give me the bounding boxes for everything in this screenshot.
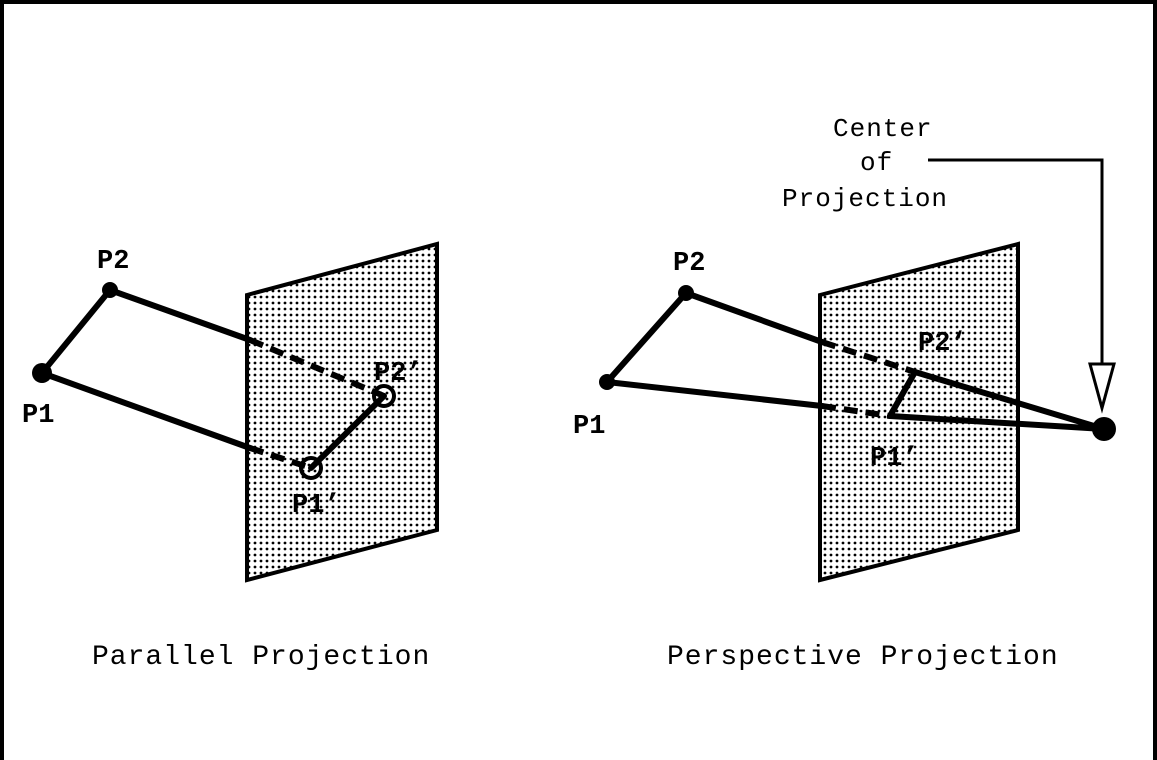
- perspective-projector-p2-behind: [821, 339, 916, 375]
- perspective-projection-panel: P1 P2 P1’ P2‘ Center of Projection Persp…: [573, 114, 1116, 673]
- parallel-projector-p2-front: [107, 287, 253, 343]
- parallel-p2-point: [102, 282, 118, 298]
- parallel-projector-p1-front: [39, 370, 253, 451]
- perspective-p1-point: [599, 374, 615, 390]
- parallel-object-edge: [39, 287, 113, 376]
- perspective-p2-point: [678, 285, 694, 301]
- perspective-projection-plane: [818, 241, 1020, 583]
- parallel-projection-panel: P1 P2 P1’ P2’ Parallel Projection: [22, 241, 439, 673]
- parallel-p1-point: [32, 363, 52, 383]
- parallel-projector-p2-behind: [248, 337, 386, 399]
- perspective-caption: Perspective Projection: [667, 642, 1059, 673]
- perspective-p2-projected-label: P2‘: [918, 329, 967, 359]
- perspective-projected-edge: [887, 369, 918, 419]
- perspective-p1-label: P1: [573, 412, 605, 442]
- perspective-object-edge: [604, 290, 689, 385]
- parallel-p1-label: P1: [22, 401, 54, 431]
- parallel-p2-projected-point: [372, 384, 396, 408]
- parallel-projected-edge: [308, 393, 387, 471]
- perspective-center-arrow: [928, 158, 1104, 398]
- perspective-p2-label: P2: [673, 249, 705, 279]
- parallel-p2-label: P2: [97, 247, 129, 277]
- perspective-projector-p1-rear: [887, 413, 1107, 432]
- center-label-line-2: of: [860, 148, 893, 178]
- perspective-center-point: [1092, 417, 1116, 441]
- parallel-caption: Parallel Projection: [92, 642, 430, 673]
- perspective-projector-p2-front: [683, 290, 825, 345]
- parallel-p1-projected-point: [299, 456, 323, 480]
- perspective-projector-p1-front: [604, 379, 825, 409]
- center-label-line-3: Projection: [782, 184, 948, 214]
- center-label-line-1: Center: [833, 114, 933, 144]
- parallel-p1-projected-label: P1’: [292, 491, 341, 521]
- perspective-p1-projected-label: P1’: [870, 444, 919, 474]
- perspective-center-arrowhead: [1088, 362, 1116, 414]
- perspective-projector-p2-rear: [912, 369, 1107, 432]
- parallel-p2-projected-label: P2’: [374, 359, 423, 389]
- perspective-projector-p1-behind: [821, 403, 891, 419]
- parallel-projection-plane: [245, 241, 439, 583]
